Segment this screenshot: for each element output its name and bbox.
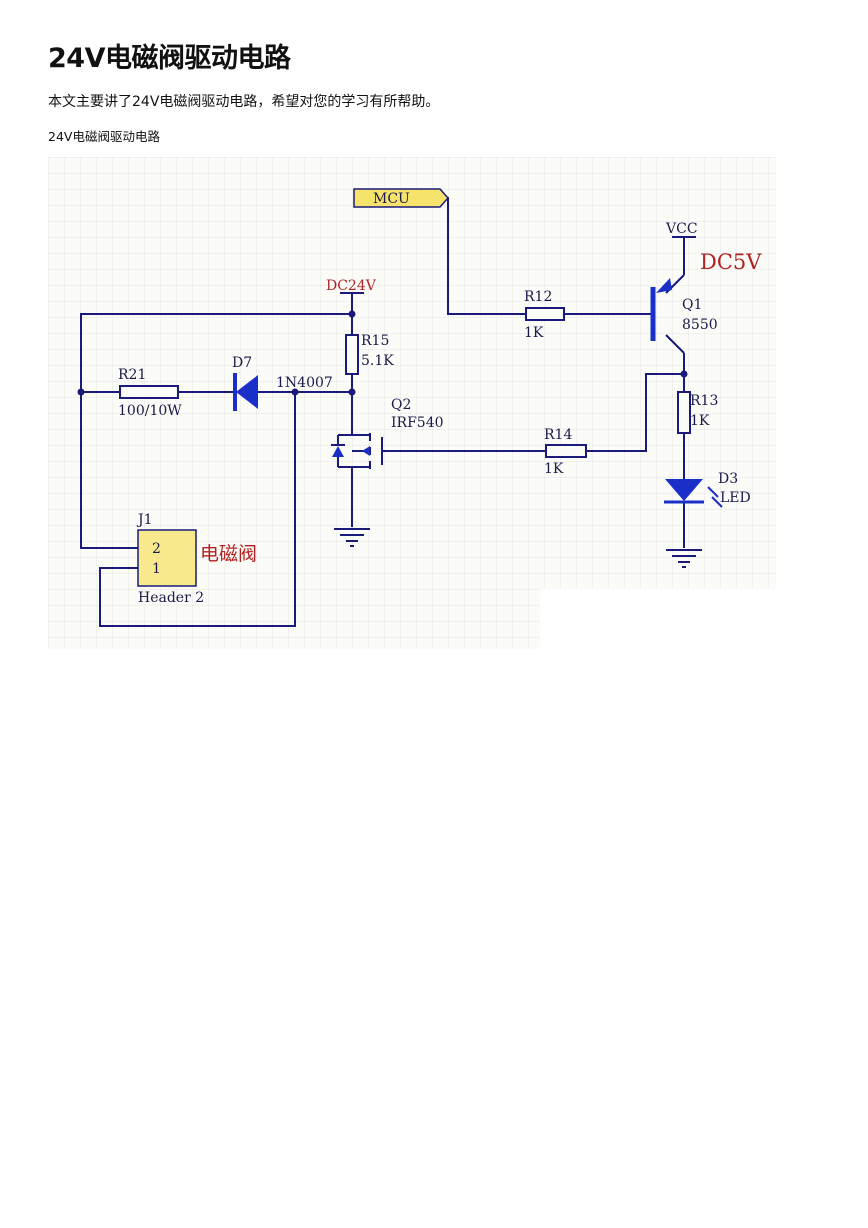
r15-ref: R15 (361, 333, 389, 349)
j1-pin1: 1 (152, 561, 161, 577)
dc5v-note: DC5V (700, 250, 762, 274)
dc24v-symbol: DC24V (326, 278, 377, 294)
ground-q2 (334, 528, 370, 547)
j1-value: Header 2 (138, 590, 204, 606)
r12-value: 1K (524, 325, 544, 341)
j1-header (137, 529, 197, 587)
d7-ref: D7 (232, 355, 252, 371)
q1-transistor (650, 278, 672, 341)
r12-ref: R12 (524, 289, 552, 305)
q2-arrow (362, 446, 370, 456)
r13-value: 1K (690, 413, 710, 429)
j1-ref: J1 (136, 512, 153, 528)
r14-resistor (545, 444, 587, 458)
schematic-wires (80, 197, 685, 627)
circuit-schematic-figure: MCU VCC DC5V DC24V R12 1K Q1 8550 R15 5.… (48, 157, 776, 649)
vcc-label: VCC (665, 221, 698, 237)
dc24v-label: DC24V (326, 278, 377, 294)
d3-value: LED (720, 490, 751, 506)
d3-led (664, 479, 723, 508)
figure-caption: 24V电磁阀驱动电路 (48, 129, 160, 144)
valve-note: 电磁阀 (200, 543, 257, 565)
cropped-corner (540, 589, 776, 649)
r21-ref: R21 (118, 367, 146, 383)
j1-pin2: 2 (152, 541, 161, 557)
d7-diode (233, 373, 258, 411)
r14-ref: R14 (544, 427, 572, 443)
vcc-symbol: VCC (665, 221, 698, 238)
r13-ref: R13 (690, 393, 718, 409)
r15-value: 5.1K (361, 353, 394, 369)
q1-ref: Q1 (682, 297, 702, 313)
q2-body-diode (332, 446, 344, 457)
d3-ref: D3 (718, 471, 738, 487)
page-title: 24V电磁阀驱动电路 (48, 43, 291, 74)
q2-ref: Q2 (391, 397, 411, 413)
junction-dots (77, 310, 688, 396)
r21-resistor (119, 385, 179, 399)
r14-value: 1K (544, 461, 564, 477)
r12-resistor (525, 307, 565, 321)
q2-value: IRF540 (391, 415, 444, 431)
r13-resistor (677, 391, 691, 434)
r15-resistor (345, 334, 359, 375)
intro-paragraph: 本文主要讲了24V电磁阀驱动电路，希望对您的学习有所帮助。 (48, 94, 440, 110)
q1-value: 8550 (682, 317, 718, 333)
mcu-port: MCU (353, 188, 450, 208)
r21-value: 100/10W (118, 403, 182, 419)
d7-value: 1N4007 (276, 375, 333, 391)
ground-led (666, 549, 702, 568)
mcu-label: MCU (373, 191, 410, 207)
